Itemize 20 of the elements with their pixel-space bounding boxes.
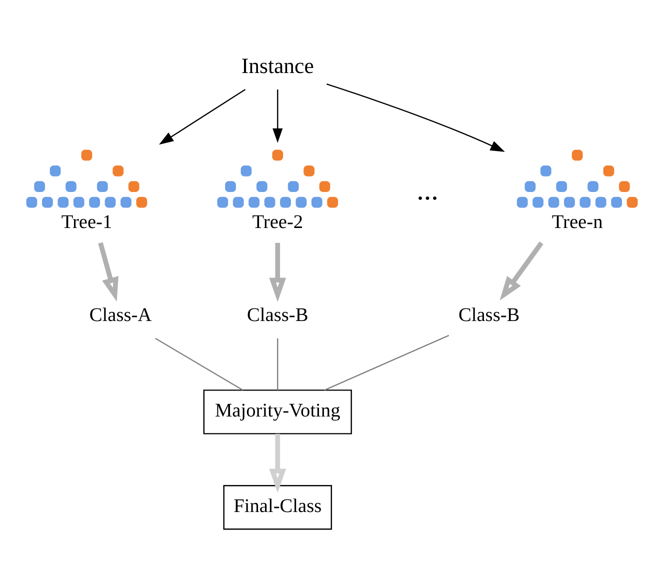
arrow [269, 242, 286, 302]
node-text: Class-B [458, 305, 520, 326]
label: ... [416, 174, 438, 207]
connector [324, 334, 450, 391]
node-box: Majority-Voting [203, 390, 352, 434]
node-text: Class-A [89, 305, 152, 326]
arrow [500, 241, 544, 301]
arrow [98, 242, 118, 302]
connector [155, 338, 244, 391]
arrow [272, 90, 283, 143]
arrow [326, 84, 505, 152]
node-label: Tree-n [552, 212, 603, 234]
arrow [269, 434, 286, 493]
node-label: Tree-1 [61, 212, 112, 234]
connector [277, 338, 278, 390]
node-box: Final-Class [223, 485, 332, 530]
node-text: Class-B [247, 305, 308, 326]
arrow [159, 88, 246, 145]
node-text: Instance [241, 54, 314, 78]
node-label: Tree-2 [252, 212, 304, 234]
